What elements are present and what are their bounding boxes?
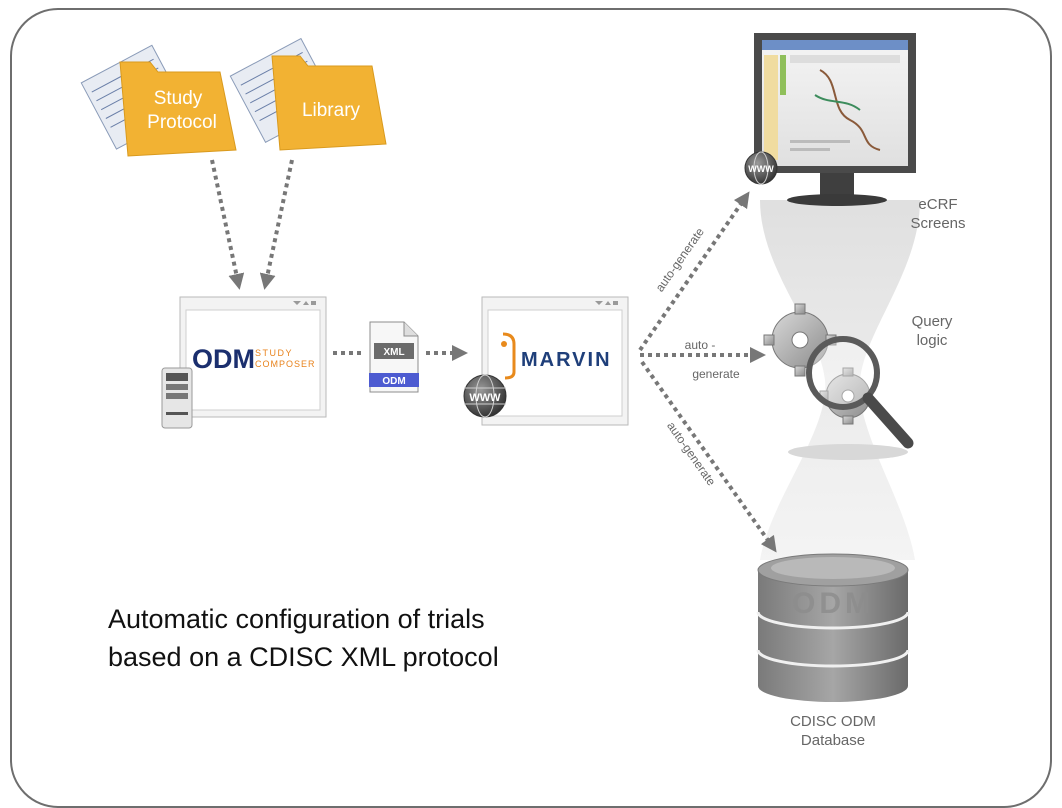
gears-magnifier-icon [763, 303, 914, 460]
arrow-label-middle-1: auto - [685, 338, 716, 352]
www-globe-label: WWW [469, 392, 501, 404]
ecrf-label-line-1: eCRF [918, 196, 958, 213]
study-protocol-label-2: Protocol [147, 112, 217, 133]
query-logic-label: Query logic [892, 312, 972, 350]
arrow-label-middle-2: generate [692, 367, 740, 381]
arrow-label-top: auto-generate [653, 225, 708, 295]
database-watermark-text: ODM [792, 587, 874, 620]
xml-badge-text: XML [383, 347, 404, 358]
database-label-line-1: CDISC ODM [790, 713, 876, 730]
odm-badge-text: ODM [382, 376, 405, 387]
ecrf-label-line-2: Screens [910, 215, 966, 232]
study-protocol-label-1: Study [154, 88, 203, 109]
marvin-logo-text: MARVIN [521, 349, 612, 371]
database-label-line-2: Database [800, 732, 866, 749]
protocol-to-composer-arrow [210, 159, 245, 290]
composer-logo-text: COMPOSER [255, 359, 316, 369]
query-label-line-1: Query [911, 313, 953, 330]
www-globe-icon [463, 374, 507, 418]
study-composer-window [179, 296, 327, 418]
odm-logo-text: ODM [192, 344, 255, 374]
auto-generate-database-arrow [640, 360, 777, 553]
library-folder-icon [229, 37, 387, 151]
caption-line-1: Automatic configuration of trials [108, 604, 485, 634]
study-protocol-folder-icon [80, 44, 237, 157]
database-label: CDISC ODM Database [773, 712, 893, 750]
query-label-line-2: logic [916, 332, 948, 349]
xml-file-icon [369, 321, 419, 393]
ecrf-globe-label: WWW [748, 164, 774, 174]
caption: Automatic configuration of trials based … [108, 600, 628, 676]
study-logo-text: STUDY [255, 348, 293, 358]
ecrf-monitor-icon [744, 33, 916, 206]
library-label: Library [302, 100, 361, 121]
marvin-logo-icon [501, 332, 516, 380]
marvin-window [481, 296, 629, 426]
caption-line-2: based on a CDISC XML protocol [108, 642, 499, 672]
workflow-diagram: Study Protocol Library ODM STUDY COMPOSE… [80, 33, 920, 702]
ecrf-screens-label: eCRF Screens [898, 195, 978, 233]
auto-generate-ecrf-arrow [638, 191, 750, 352]
database-cylinder-icon [756, 553, 910, 702]
desktop-tower-icon [161, 367, 193, 429]
library-to-composer-arrow [259, 159, 294, 290]
